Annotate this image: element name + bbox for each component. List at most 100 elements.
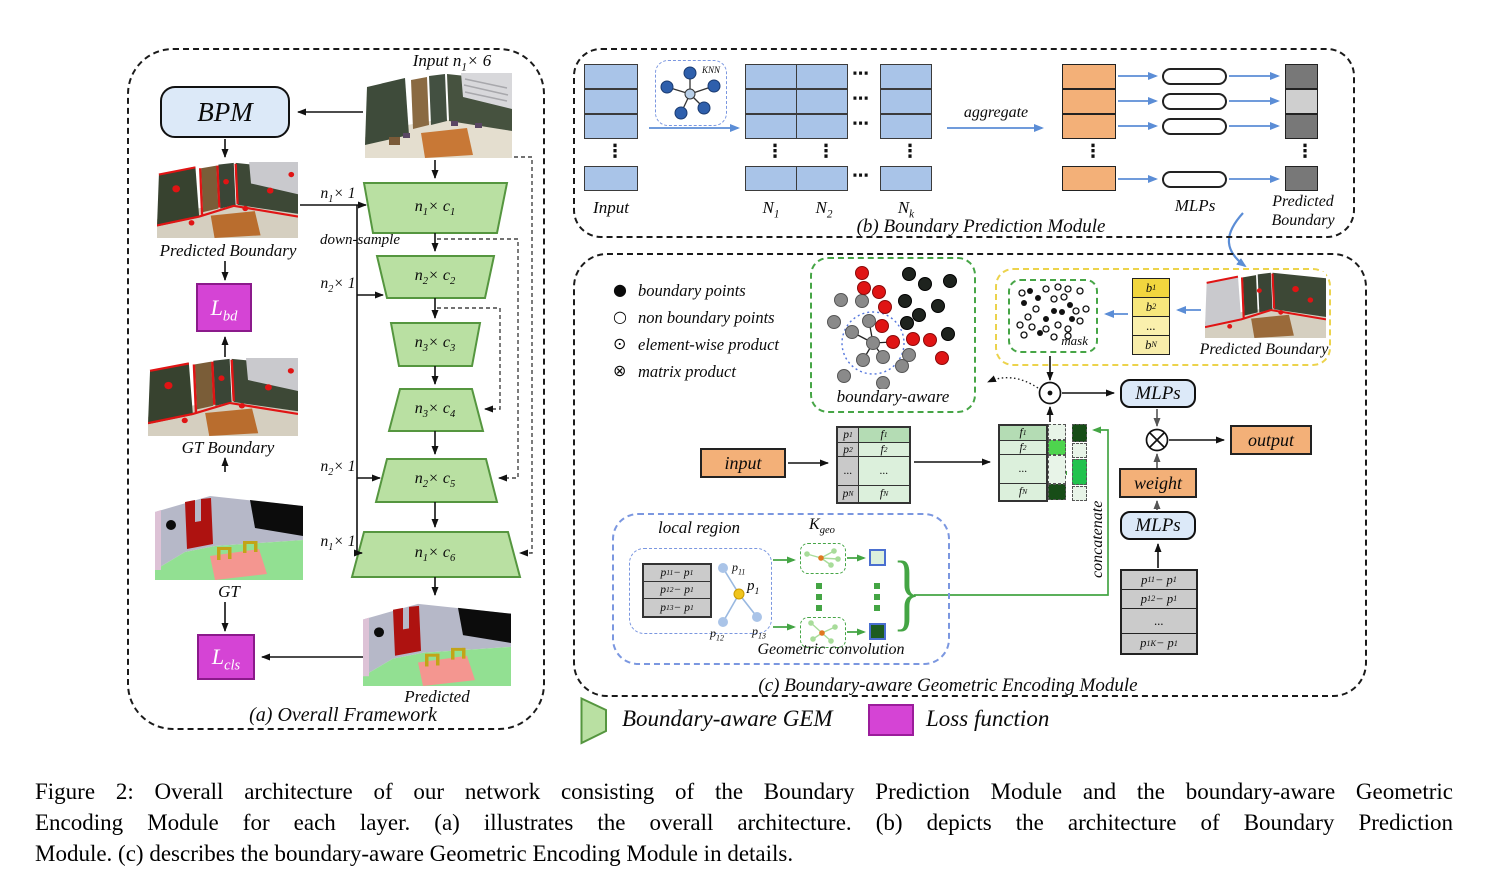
branch-label-1: n1× 1 [320, 185, 356, 206]
branch-label-3: n2× 1 [320, 458, 356, 479]
kgeo-graph-2 [808, 620, 838, 644]
output-label: output [1247, 429, 1294, 450]
boundary-aware-scatter [827, 266, 957, 389]
mlp-pill [1162, 118, 1227, 135]
ellipsis-v: ⋮ [1084, 141, 1102, 162]
nk-label: Nk [897, 198, 915, 221]
ellipsis-h: ⋯ [852, 89, 869, 109]
n2-cell [795, 166, 848, 191]
trapezoid-c3 [389, 322, 482, 367]
predicted-boundary-label-c: Predicted Boundary [1199, 341, 1329, 358]
f-cell: ... [859, 457, 909, 486]
b-input-cell [584, 64, 638, 89]
mask-group-box [995, 268, 1331, 366]
panel-a-caption: (a) Overall Framework [249, 704, 437, 726]
local-region-star [718, 563, 762, 627]
trapezoid-c6 [350, 531, 522, 578]
gem-legend-trapezoid [580, 697, 607, 745]
gt-image [155, 492, 303, 580]
legend-label-nonboundary: non boundary points [638, 308, 775, 327]
panel-b-caption: (b) Boundary Prediction Module [856, 216, 1106, 237]
loss-cls-label: Lcls [211, 644, 241, 674]
n1-cell [745, 114, 797, 139]
predicted-boundary-label-b1: Predicted [1272, 193, 1334, 210]
p-cell: ... [838, 457, 859, 486]
nk-cell [880, 114, 932, 139]
ellipsis-v: ⋮ [817, 141, 835, 162]
gt-boundary-label: GT Boundary [181, 438, 275, 457]
local-region-inner-box [629, 548, 772, 634]
knn-label: KNN [701, 65, 720, 75]
panel-a-skip-connections [437, 156, 533, 557]
boundary-score-cell [1285, 89, 1318, 114]
weight-label: weight [1134, 472, 1182, 493]
loss-bd-label: Lbd [210, 294, 238, 324]
geometric-convolution-box [612, 513, 950, 665]
input-image [365, 73, 512, 158]
knn-graph [660, 66, 721, 120]
loss-bd-box: Lbd [196, 283, 252, 332]
n1-cell [745, 89, 797, 114]
n2-cell [795, 89, 848, 114]
mlp-pill [1162, 68, 1227, 85]
output-box: output [1230, 425, 1312, 455]
kgeo-kernel-box-1 [800, 543, 846, 574]
boundary-aware-label: boundary-aware [836, 387, 950, 406]
p1-point-label: p1 [747, 578, 760, 597]
boundary-score-cell [1285, 114, 1318, 139]
trapezoid-c4-label: n3× c4 [414, 400, 456, 421]
aggregate-label: aggregate [963, 104, 1029, 121]
mlps1-box: MLPs [1120, 379, 1196, 408]
bpm-box: BPM [160, 86, 290, 138]
mlps-label-b: MLPs [1174, 196, 1216, 215]
n2-cell [795, 114, 848, 139]
nk-cell [880, 89, 932, 114]
bf-colA-cell [1048, 455, 1066, 484]
trapezoid-c5 [374, 458, 499, 503]
legend-label-matrix: matrix product [638, 362, 736, 381]
ellipsis-h: ⋯ [852, 114, 869, 134]
n1-label: N1 [762, 198, 780, 221]
predicted-boundary-label-b2: Boundary [1271, 212, 1335, 229]
n1-cell [745, 64, 797, 89]
figure-caption: Figure 2: Overall architecture of our ne… [35, 776, 1453, 869]
aggregated-cell [1062, 114, 1116, 139]
bf-colB-cell [1072, 424, 1087, 442]
mlps2-box: MLPs [1120, 511, 1196, 540]
panel-a [127, 48, 545, 730]
bf-colB-cell [1072, 443, 1087, 458]
gt-label: GT [218, 582, 240, 601]
b-vector-cell-3: ... [1132, 316, 1170, 336]
geo-feature-cell-light [869, 549, 886, 566]
panel-b-connectors [649, 72, 1280, 268]
mlps1-label: MLPs [1135, 382, 1181, 404]
b-input-label: Input [593, 198, 629, 217]
aggregated-cell [1062, 166, 1116, 191]
panel-a-connectors [221, 108, 439, 661]
n1-cell [745, 166, 797, 191]
caption-line-1: Figure 2: Overall architecture of our ne… [35, 779, 1453, 804]
n2-label: N2 [815, 198, 833, 221]
b-input-cell [584, 114, 638, 139]
p13-point-label: p13 [752, 624, 766, 641]
aggregated-cell [1062, 89, 1116, 114]
loss-legend-label: Loss function [926, 706, 1050, 731]
predicted-image [363, 600, 511, 686]
trapezoid-c4 [387, 388, 485, 432]
mlps2-label: MLPs [1135, 514, 1181, 536]
legend-label-elementwise: element-wise product [638, 335, 779, 354]
nk-cell [880, 64, 932, 89]
loss-legend-swatch [868, 704, 914, 736]
ellipsis-v: ⋮ [766, 141, 784, 162]
mlp-pill [1162, 171, 1227, 188]
